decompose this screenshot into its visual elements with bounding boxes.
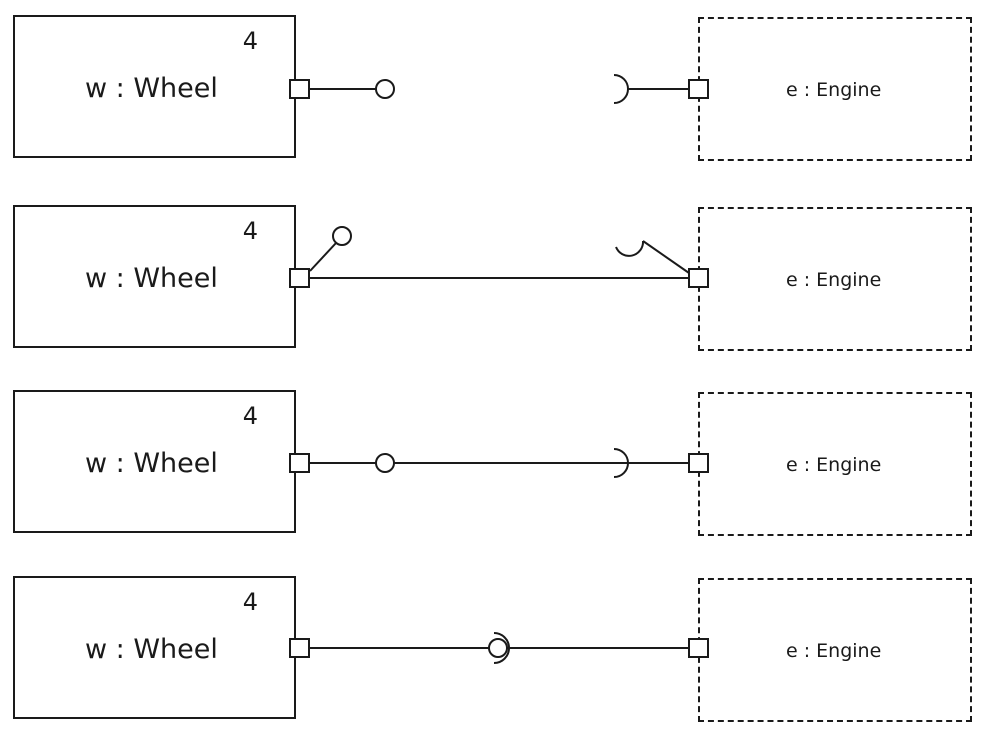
required-interface-socket-icon	[613, 74, 629, 104]
diagram-row-4: 4 w : Wheel e : Engine	[0, 576, 995, 726]
multiplicity-label: 4	[242, 588, 258, 616]
multiplicity-label: 4	[242, 402, 258, 430]
engine-part-label: e : Engine	[786, 79, 882, 101]
diagram-row-1: 4 w : Wheel e : Engine	[0, 15, 995, 165]
engine-port-icon[interactable]	[688, 79, 709, 99]
connector-graphics	[289, 632, 709, 664]
wheel-port-icon[interactable]	[289, 268, 310, 288]
wheel-port-icon[interactable]	[289, 638, 310, 658]
wheel-port-icon[interactable]	[289, 79, 310, 99]
engine-part-label: e : Engine	[786, 640, 882, 662]
required-interface-socket-icon	[615, 240, 645, 257]
wheel-part-label: w : Wheel	[85, 263, 218, 294]
engine-part-label: e : Engine	[786, 454, 882, 476]
wheel-part-label: w : Wheel	[85, 634, 218, 665]
connector-graphics	[289, 226, 709, 288]
provided-interface-line	[309, 242, 337, 272]
required-interface-socket-icon	[613, 448, 629, 478]
provided-interface-ball-icon	[488, 638, 508, 658]
provided-interface-ball-icon	[375, 453, 395, 473]
diagram-row-3: 4 w : Wheel e : Engine	[0, 390, 995, 540]
required-interface-line	[642, 240, 690, 274]
multiplicity-label: 4	[242, 27, 258, 55]
engine-port-icon[interactable]	[688, 638, 709, 658]
wheel-port-icon[interactable]	[289, 453, 310, 473]
connector-graphics	[289, 448, 709, 478]
wheel-part-box[interactable]: 4 w : Wheel	[13, 15, 296, 158]
provided-interface-ball-icon	[332, 226, 352, 246]
engine-part-label: e : Engine	[786, 269, 882, 291]
engine-port-icon[interactable]	[688, 268, 709, 288]
wheel-part-box[interactable]: 4 w : Wheel	[13, 576, 296, 719]
connector-graphics	[289, 74, 709, 104]
engine-port-icon[interactable]	[688, 453, 709, 473]
diagram-row-2: 4 w : Wheel e : Engine	[0, 205, 995, 355]
multiplicity-label: 4	[242, 217, 258, 245]
required-interface-socket-icon	[493, 632, 510, 664]
wheel-part-label: w : Wheel	[85, 448, 218, 479]
provided-interface-ball-icon	[375, 79, 395, 99]
wheel-part-label: w : Wheel	[85, 73, 218, 104]
